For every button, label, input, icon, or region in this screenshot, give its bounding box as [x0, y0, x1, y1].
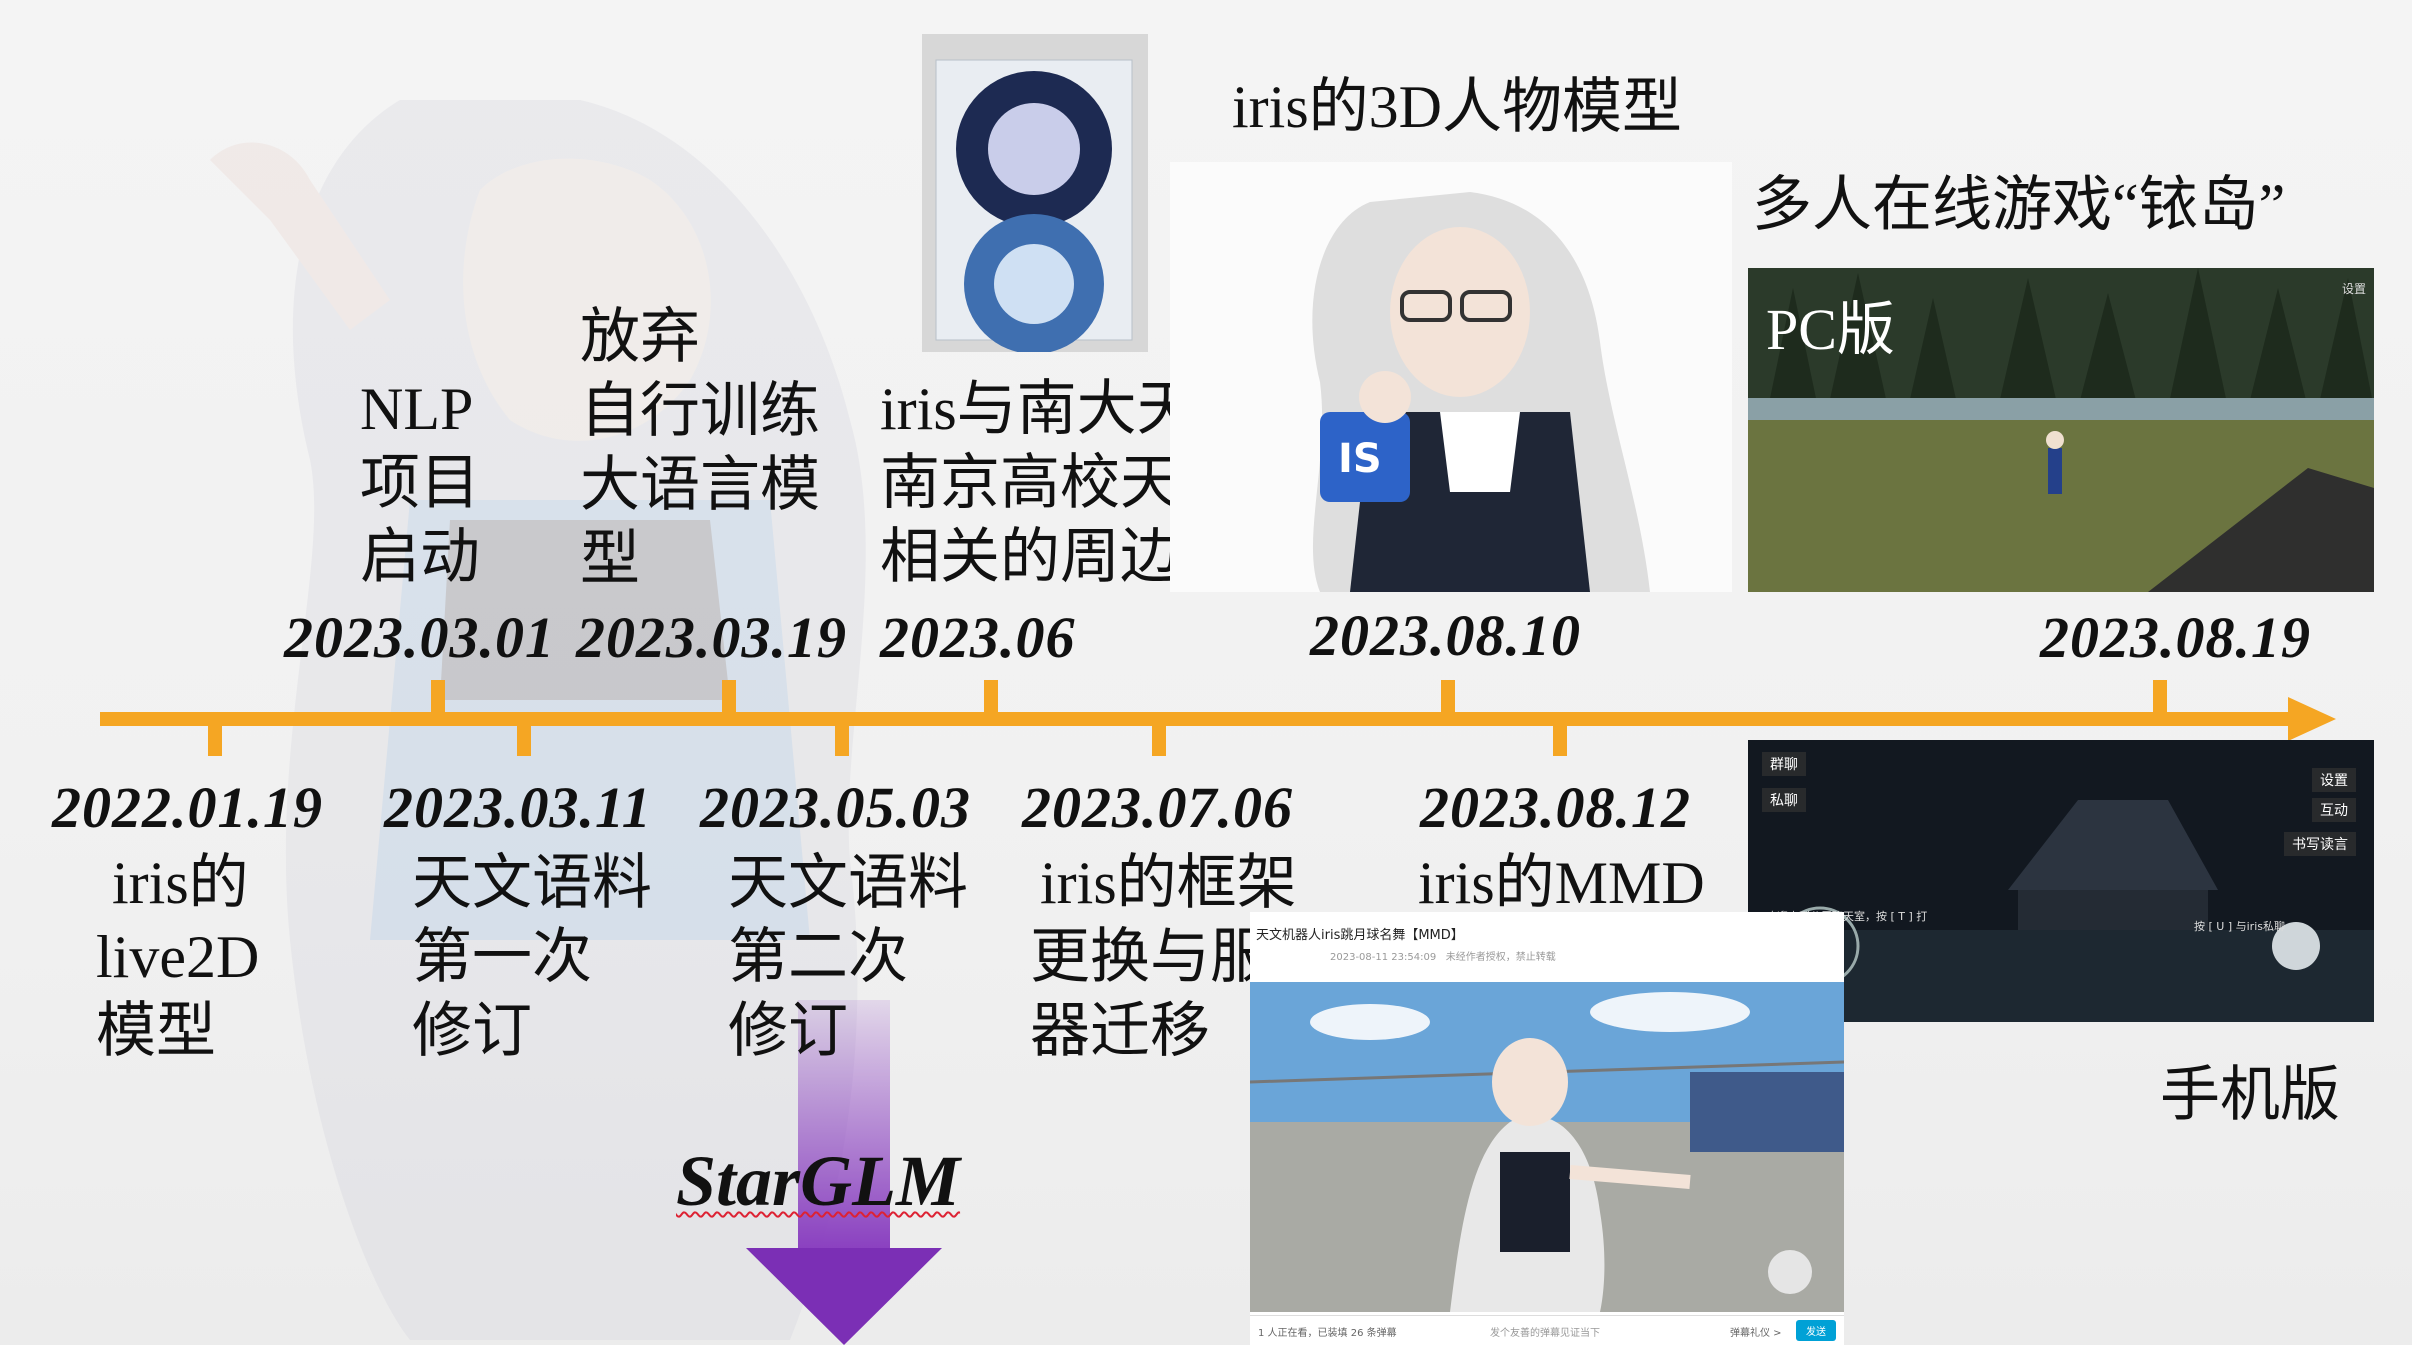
settings-button[interactable]: 设置 [2312, 768, 2356, 792]
starglm-arrow-shaft [798, 1000, 890, 1250]
event-date: 2023.05.03 [700, 775, 971, 840]
event-label-line: 项目 [360, 450, 480, 516]
event-label-line: 模型 [96, 998, 216, 1064]
event-label-line: 相关的周边 [880, 524, 1180, 590]
event-date: 2023.06 [880, 605, 1076, 670]
event-label: NLP 项目 启动 [360, 372, 480, 594]
event-label-line: iris的框架 [1040, 850, 1297, 916]
svg-text:IS: IS [1338, 436, 1382, 482]
event-label-line: 第一次 [412, 924, 592, 990]
timeline-line [100, 712, 2300, 726]
private-chat-button[interactable]: 私聊 [1762, 788, 1806, 812]
event-date: 2023.03.11 [384, 775, 652, 840]
merchandise-badges-photo [922, 34, 1148, 352]
timeline-arrowhead [2288, 697, 2336, 741]
event-date: 2023.03.19 [576, 605, 847, 670]
timeline-tick [431, 680, 445, 718]
pc-settings-text: 设置 [2341, 282, 2366, 296]
event-date: 2022.01.19 [52, 775, 323, 840]
event-date: 2023.07.06 [1022, 775, 1293, 840]
event-label: 天文语料 第一次 修订 [412, 846, 652, 1068]
event-label: 天文语料 第二次 修订 [728, 846, 968, 1068]
group-chat-button[interactable]: 群聊 [1762, 752, 1806, 776]
event-label: 放弃 自行训练 大语言模 型 [580, 300, 820, 596]
event-label: iris的框架 更换与服务 器迁移 [1030, 846, 1330, 1068]
pc-version-label: PC版 [1766, 297, 1895, 362]
event-date: 2023.03.01 [284, 605, 555, 670]
timeline-tick [984, 680, 998, 718]
timeline-tick [208, 718, 222, 756]
event-date: 2023.08.12 [1420, 775, 1691, 840]
event-label-line: NLP [360, 376, 474, 442]
event-label-line: 自行训练 [580, 378, 820, 444]
danmaku-input[interactable]: 发个友善的弹幕见证当下 [1490, 1328, 1600, 1339]
danmaku-bar: 1 人正在看，已装填 26 条弹幕 发个友善的弹幕见证当下 弹幕礼仪 > 发送 [1250, 1315, 1844, 1345]
event-label-line: 器迁移 [1030, 998, 1210, 1064]
timeline-tick [835, 718, 849, 756]
video-title: 天文机器人iris跳月球名舞【MMD】 [1256, 928, 1464, 943]
video-copyright-notice: 未经作者授权，禁止转载 [1445, 952, 1556, 963]
timeline-tick [2153, 680, 2167, 718]
timeline-tick [1152, 718, 1166, 756]
event-label-line: iris的3D人物模型 [1232, 74, 1682, 140]
event-date: 2023.08.10 [1310, 603, 1581, 668]
event-label-line: 修订 [412, 998, 532, 1064]
interact-button[interactable]: 互动 [2312, 798, 2356, 822]
event-label-line: 启动 [360, 524, 480, 590]
timeline-tick [1553, 718, 1567, 756]
mobile-game-screenshot: 群聊 私聊 设置 互动 书写读言 欢迎来到公屏聊天室，按 [ T ] 打字 按 … [1748, 740, 2374, 1022]
event-label-line: 型 [580, 526, 640, 592]
danmaku-status: 1 人正在看，已装填 26 条弹幕 [1258, 1328, 1397, 1339]
event-label-line: 多人在线游戏“铱岛” [1752, 172, 2286, 238]
starglm-label: StarGLM [676, 1141, 961, 1221]
event-label-line: 修订 [728, 998, 848, 1064]
timeline-tick [722, 680, 736, 718]
video-date: 2023-08-11 23:54:09 [1330, 952, 1437, 963]
danmaku-etiquette-link[interactable]: 弹幕礼仪 > [1730, 1328, 1782, 1339]
video-meta: 2023-08-11 23:54:09 未经作者授权，禁止转载 [1330, 948, 1556, 963]
event-label-line: 天文语料 [412, 850, 652, 916]
starglm-arrowhead [746, 1248, 942, 1345]
event-label-line: 第二次 [728, 924, 908, 990]
event-label-line: 天文语料 [728, 850, 968, 916]
event-label-line: 大语言模 [580, 452, 820, 518]
event-label: 多人在线游戏“铱岛” [1752, 168, 2285, 242]
event-label-line: iris的MMD [1418, 850, 1705, 916]
send-danmaku-button[interactable]: 发送 [1796, 1320, 1836, 1341]
event-label-line: iris的 [112, 850, 249, 916]
write-letter-button[interactable]: 书写读言 [2284, 832, 2356, 856]
event-label: iris的 live2D 模型 [96, 846, 259, 1068]
event-date: 2023.08.19 [2040, 605, 2311, 670]
private-chat-hint: 按 [ U ] 与iris私聊 [2194, 920, 2285, 933]
event-label-line: 放弃 [580, 304, 700, 370]
timeline-tick [1441, 680, 1455, 718]
3d-character-model-image: IS [1170, 162, 1732, 592]
mobile-version-label: 手机版 [2160, 1062, 2340, 1128]
event-label-line: live2D [96, 924, 260, 990]
mmd-video-screenshot: 天文机器人iris跳月球名舞【MMD】 2023-08-11 23:54:09 … [1250, 912, 1844, 1345]
event-label: iris的3D人物模型 [1232, 70, 1682, 144]
timeline-tick [517, 718, 531, 756]
pc-game-screenshot: 设置 [1748, 268, 2374, 592]
event-label: iris的MMD [1418, 846, 1705, 920]
